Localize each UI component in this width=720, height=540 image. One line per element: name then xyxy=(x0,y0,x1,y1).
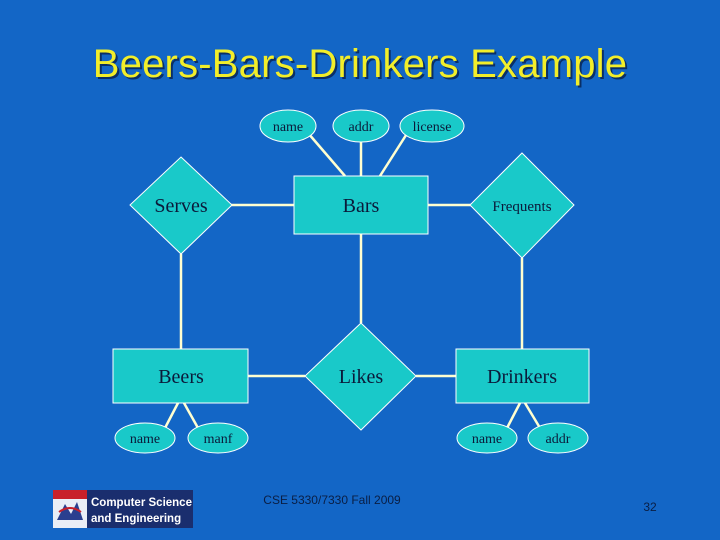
attribute-label: addr xyxy=(349,120,374,135)
attribute-beers-manf: manf xyxy=(187,422,249,454)
footer-course: CSE 5330/7330 Fall 2009 xyxy=(263,493,401,507)
edge-beers-manf xyxy=(182,402,200,429)
edge-drinkers-name xyxy=(505,402,522,429)
attribute-bars-name: name xyxy=(259,109,317,143)
logo-text-line1: Computer Science xyxy=(91,497,192,509)
relationship-label: Likes xyxy=(339,366,384,388)
attribute-bars-addr: addr xyxy=(332,109,390,143)
relationship-likes: Likes xyxy=(304,322,417,431)
entity-label: Beers xyxy=(158,366,204,388)
edge-bars-name xyxy=(307,132,346,177)
entity-label: Bars xyxy=(343,195,380,217)
attribute-label: name xyxy=(130,432,160,447)
relationship-label: Serves xyxy=(154,195,208,217)
attribute-label: name xyxy=(472,432,502,447)
relationship-frequents: Frequents xyxy=(469,152,575,259)
attribute-label: license xyxy=(413,120,452,135)
logo-text-line2: and Engineering xyxy=(91,513,181,525)
edge-beers-name xyxy=(163,402,180,429)
entity-drinkers: Drinkers xyxy=(455,348,590,404)
attribute-beers-name: name xyxy=(114,422,176,454)
edges xyxy=(163,131,542,429)
attribute-label: manf xyxy=(204,432,233,447)
attribute-label: addr xyxy=(546,432,571,447)
attribute-drinkers-addr: addr xyxy=(527,422,589,454)
attribute-drinkers-name: name xyxy=(456,422,518,454)
entity-beers: Beers xyxy=(112,348,249,404)
relationship-label: Frequents xyxy=(492,199,551,215)
slide-title: Beers-Bars-Drinkers Example xyxy=(92,42,628,86)
entity-bars: Bars xyxy=(293,175,429,235)
attribute-label: name xyxy=(273,120,303,135)
relationship-serves: Serves xyxy=(129,156,233,255)
page-number: 32 xyxy=(643,500,657,514)
department-logo: Computer Science and Engineering xyxy=(53,490,193,528)
entity-label: Drinkers xyxy=(487,366,557,388)
edge-bars-license xyxy=(378,131,410,177)
attribute-bars-license: license xyxy=(399,109,465,143)
edge-drinkers-addr xyxy=(523,402,542,429)
